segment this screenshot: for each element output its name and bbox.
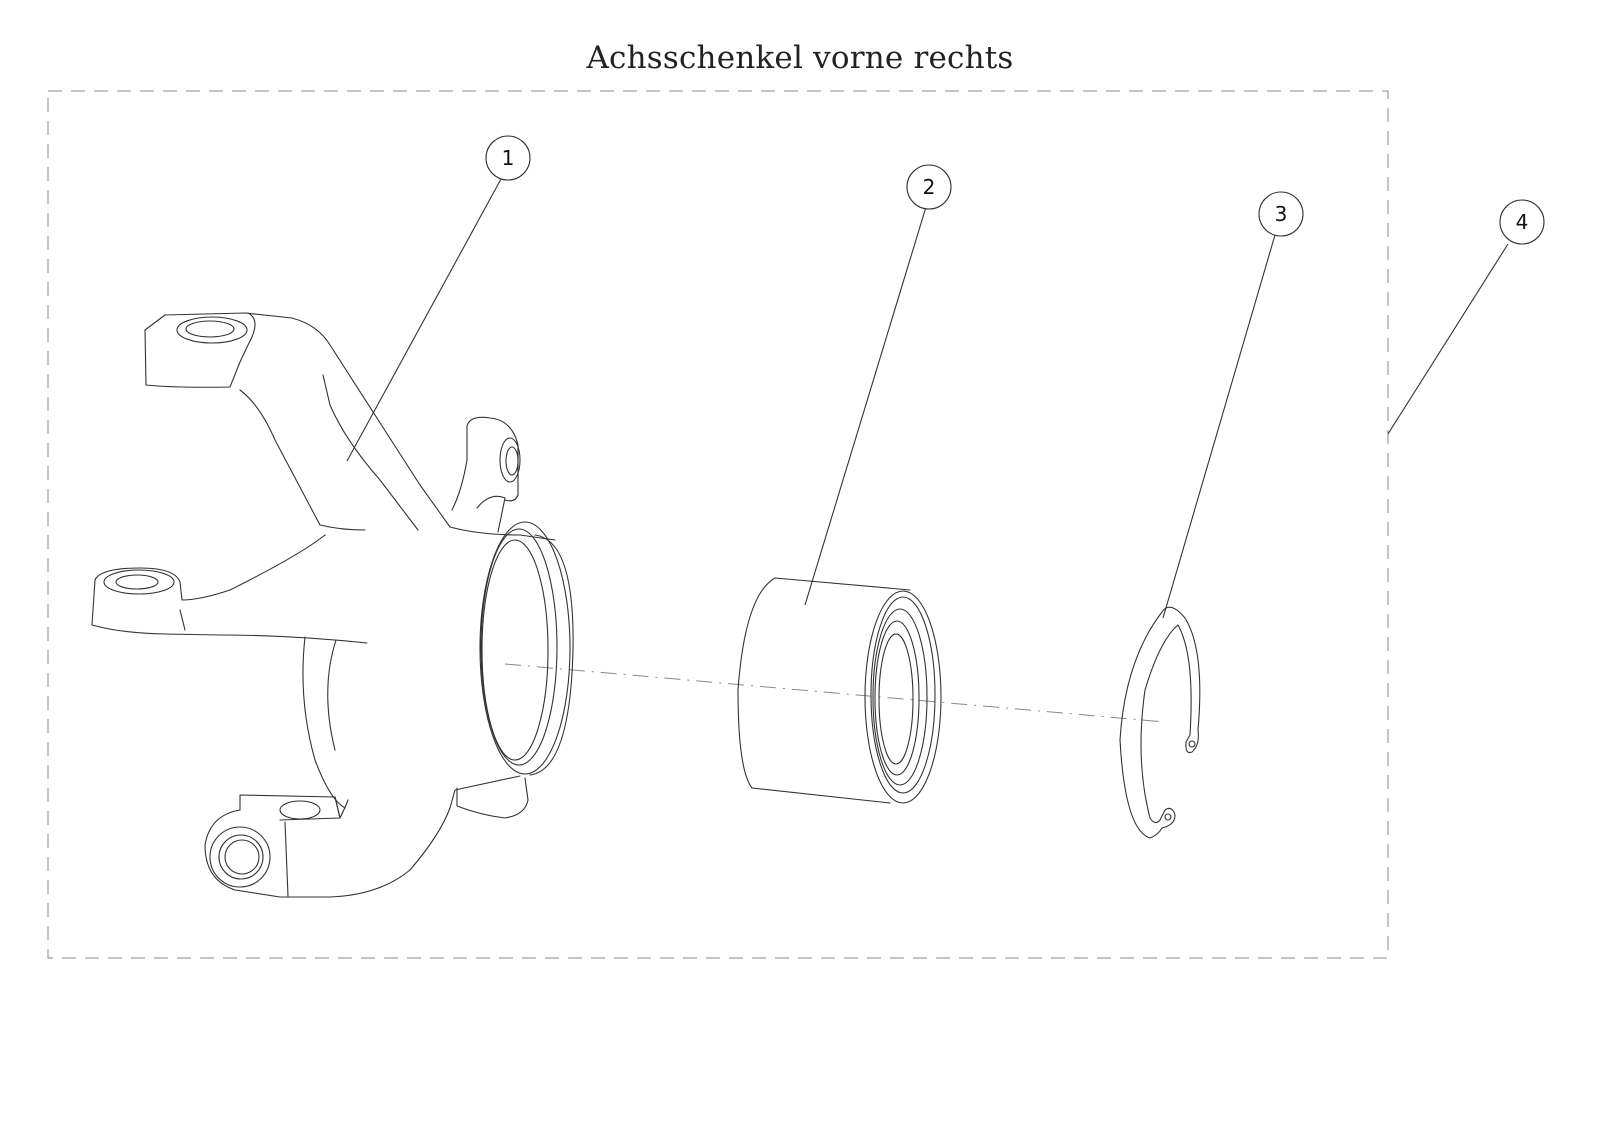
- callout-label-4: 4: [1516, 210, 1529, 234]
- callouts: 1 2 3 4: [346, 135, 1545, 619]
- diagram-title: Achsschenkel vorne rechts: [586, 40, 1014, 76]
- retaining-ring: [1119, 606, 1201, 839]
- leader-line-2: [804, 206, 927, 606]
- callout-label-3: 3: [1275, 202, 1288, 226]
- callout-label-2: 2: [923, 175, 936, 199]
- callout-3: 3: [1258, 191, 1304, 237]
- center-axis: [504, 663, 1166, 723]
- callout-2: 2: [906, 164, 952, 210]
- callout-1: 1: [485, 135, 531, 181]
- assembly-boundary: [47, 90, 1389, 959]
- steering-knuckle: [91, 312, 574, 898]
- leader-line-3: [1162, 234, 1276, 619]
- leader-line-1: [346, 178, 502, 462]
- callout-4: 4: [1499, 199, 1545, 245]
- callout-label-1: 1: [502, 146, 515, 170]
- leader-line-4: [1387, 243, 1509, 435]
- wheel-bearing: [737, 577, 942, 804]
